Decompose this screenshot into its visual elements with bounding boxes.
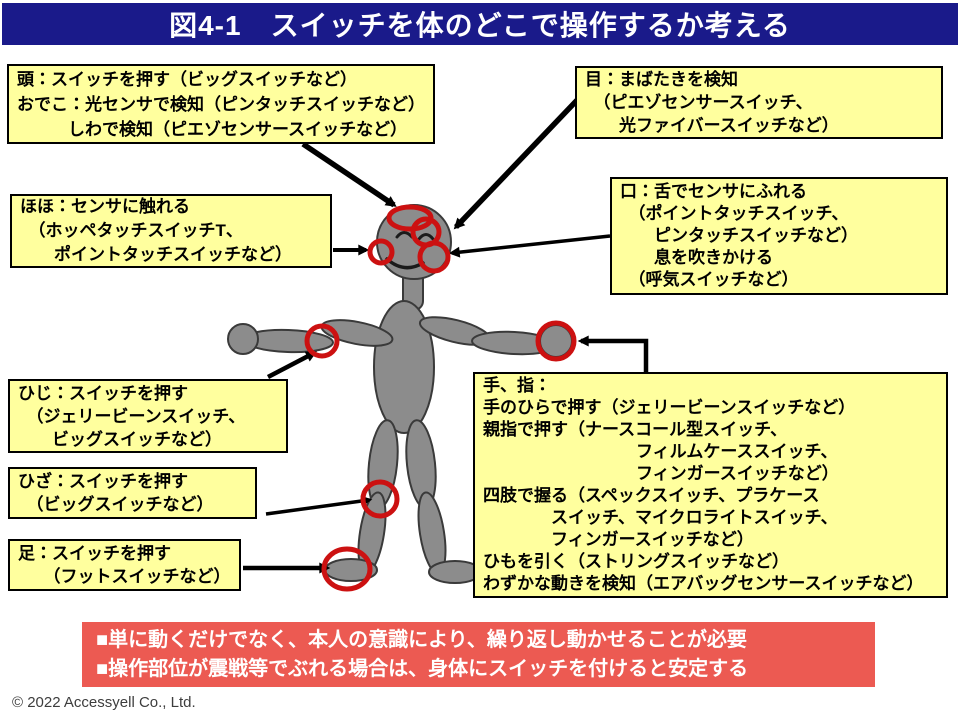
callout-line: 目：まばたきを検知 [585, 70, 738, 89]
callout-line: フィンガースイッチなど） [483, 530, 754, 549]
eye-arrow [453, 94, 583, 230]
cheek-marker [367, 238, 395, 266]
callout-line: （ジェリービーンスイッチ、 [18, 406, 246, 426]
elbow-arrow [266, 351, 317, 379]
callout-line: （ホッペタッチスイッチT、 [20, 221, 243, 240]
footer-copyright: © 2022 Accessyell Co., Ltd. [12, 694, 196, 711]
callout-line: 光ファイバースイッチなど） [585, 116, 839, 135]
callout-hand: 手、指： 手のひらで押す（ジェリービーンスイッチなど） 親指で押す（ナースコール… [473, 372, 948, 598]
callout-line: ピンタッチスイッチなど） [620, 226, 858, 245]
callout-line: 口：舌でセンサにふれる [620, 182, 807, 201]
callout-line: フィンガースイッチなど） [483, 464, 839, 483]
callout-line: （ビッグスイッチなど） [18, 495, 214, 514]
body-markers [304, 204, 577, 592]
knee-arrow [265, 495, 373, 516]
callout-line: しわで検知（ピエゾセンサースイッチなど） [17, 119, 408, 139]
foot-marker [321, 546, 373, 592]
callout-mouth: 口：舌でセンサにふれる （ポイントタッチスイッチ、 ピンタッチスイッチなど） 息… [610, 177, 948, 295]
callout-line: フィルムケーススイッチ、 [483, 442, 838, 461]
callout-line: スイッチ、マイクロライトスイッチ、 [483, 508, 838, 527]
callout-line: 手、指： [483, 376, 551, 395]
head-arrow [301, 141, 397, 208]
callout-line: （呼気スイッチなど） [620, 270, 799, 289]
callout-line: ほほ：センサに触れる [20, 197, 190, 216]
right-eye [417, 233, 435, 241]
callout-line: おでこ：光センサで検知（ピンタッチスイッチなど） [17, 94, 425, 114]
callout-line: 手のひらで押す（ジェリービーンスイッチなど） [483, 398, 856, 417]
note-line: ■単に動くだけでなく、本人の意識により、繰り返し動かせることが必要 [96, 628, 747, 651]
callout-knee: ひざ：スイッチを押す （ビッグスイッチなど） [8, 467, 257, 519]
callout-line: 足：スイッチを押す [18, 544, 171, 563]
arrows [243, 94, 649, 574]
mouth-arrow [448, 234, 611, 258]
callout-line: （フットスイッチなど） [18, 567, 231, 586]
page-title: 図4-1 スイッチを体のどこで操作するか考える [169, 10, 791, 41]
callout-cheek: ほほ：センサに触れる （ホッペタッチスイッチT、 ポイントタッチスイッチなど） [10, 194, 332, 268]
callout-line: 息を吹きかける [620, 248, 773, 267]
title-bar: 図4-1 スイッチを体のどこで操作するか考える [2, 3, 958, 45]
callout-line: （ポイントタッチスイッチ、 [620, 204, 849, 223]
callout-line: ひじ：スイッチを押す [18, 383, 188, 403]
callout-line: （ピエゾセンサースイッチ、 [585, 93, 813, 112]
callout-foot: 足：スイッチを押す （フットスイッチなど） [8, 539, 241, 591]
callout-line: ポイントタッチスイッチなど） [20, 245, 292, 264]
callout-line: 四肢で握る（スペックスイッチ、プラケース [483, 486, 820, 505]
hand-arrow [577, 335, 649, 374]
callout-line: 頭：スイッチを押す（ビッグスイッチなど） [17, 69, 357, 89]
notes-box: ■単に動くだけでなく、本人の意識により、繰り返し動かせることが必要 ■操作部位が… [82, 622, 875, 687]
callout-line: ひもを引く（ストリングスイッチなど） [483, 552, 789, 571]
callout-line: わずかな動きを検知（エアバッグセンサースイッチなど） [483, 574, 924, 593]
elbow-marker [304, 323, 340, 359]
left-eye [395, 231, 414, 239]
note-line: ■操作部位が震戦等でぶれる場合は、身体にスイッチを付けると安定する [96, 657, 749, 680]
callout-head: 頭：スイッチを押す（ビッグスイッチなど） おでこ：光センサで検知（ピンタッチスイ… [7, 64, 435, 144]
callout-line: 親指で押す（ナースコール型スイッチ、 [483, 420, 788, 439]
hand-marker [535, 320, 577, 362]
callout-eye: 目：まばたきを検知 （ピエゾセンサースイッチ、 光ファイバースイッチなど） [575, 66, 943, 139]
knee-marker [360, 479, 400, 519]
callout-elbow: ひじ：スイッチを押す （ジェリービーンスイッチ、 ビッグスイッチなど） [8, 379, 288, 453]
mouth-marker [417, 240, 451, 274]
callout-line: ひざ：スイッチを押す [18, 472, 188, 491]
callout-line: ビッグスイッチなど） [18, 429, 222, 449]
left-hand [227, 323, 259, 355]
